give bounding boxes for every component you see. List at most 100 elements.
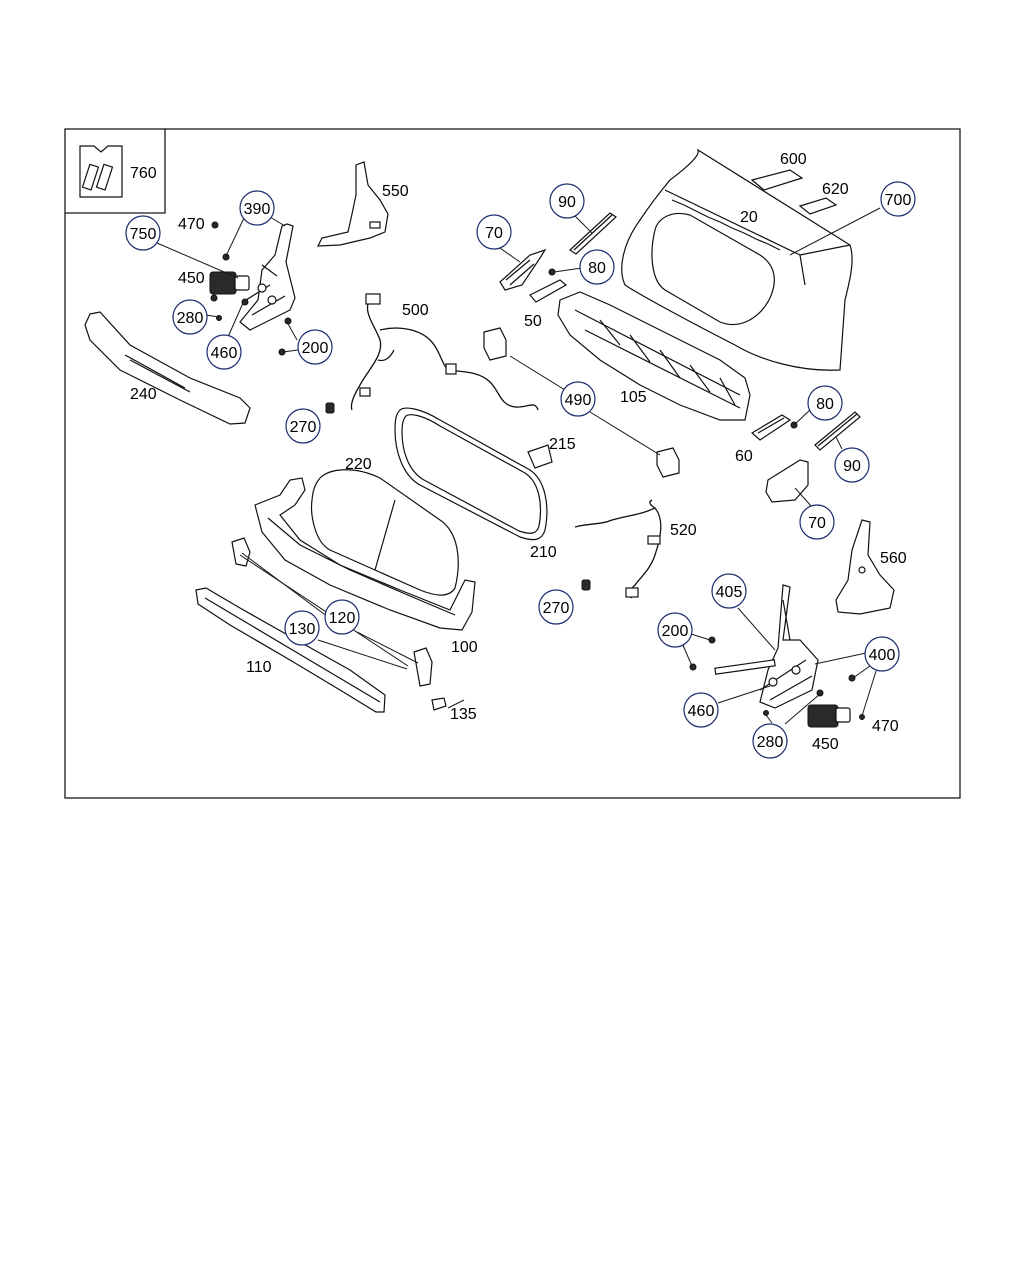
- callout-70-left: 70: [476, 214, 512, 250]
- callout-700: 700: [880, 181, 916, 217]
- part-left-hinge: [239, 223, 296, 331]
- svg-text:460: 460: [211, 345, 238, 362]
- svg-text:270: 270: [290, 419, 317, 436]
- part-390-screw: [222, 253, 230, 261]
- part-240-trim: [84, 311, 251, 425]
- part-270-grommet-right: [581, 579, 591, 591]
- part-70-left-trim: [499, 248, 547, 291]
- callout-450-right: 450: [812, 736, 839, 753]
- svg-text:460: 460: [688, 703, 715, 720]
- part-210-seal: [394, 407, 548, 541]
- svg-text:70: 70: [808, 515, 826, 532]
- callout-90-left: 90: [549, 183, 585, 219]
- leader-lines: [156, 207, 881, 725]
- callout-105: 105: [620, 389, 647, 406]
- part-left-motor-450: [209, 271, 250, 302]
- callout-110: 110: [246, 659, 272, 676]
- part-460-nut-right: [816, 689, 824, 697]
- callout-600: 600: [780, 151, 807, 168]
- callout-135: 135: [450, 706, 477, 723]
- callout-390: 390: [239, 190, 275, 226]
- svg-text:130: 130: [289, 621, 316, 638]
- svg-text:405: 405: [716, 584, 743, 601]
- callout-50: 50: [524, 313, 542, 330]
- callout-70-right: 70: [799, 504, 835, 540]
- callout-470-right: 470: [872, 718, 899, 735]
- svg-text:200: 200: [302, 340, 329, 357]
- parts-layer: [79, 145, 895, 728]
- svg-text:70: 70: [485, 225, 503, 242]
- part-200-nut-right-b: [689, 663, 697, 671]
- part-490-relay-b: [656, 447, 680, 478]
- svg-text:390: 390: [244, 201, 271, 218]
- part-560-side-panel: [835, 519, 895, 615]
- callout-215: 215: [549, 436, 576, 453]
- callout-280-left: 280: [172, 299, 208, 335]
- callout-560: 560: [880, 550, 907, 567]
- part-50-left-bracket: [529, 279, 568, 303]
- callout-450-left: 450: [178, 270, 205, 287]
- callout-400: 400: [864, 636, 900, 672]
- svg-text:270: 270: [543, 600, 570, 617]
- diagram-frame: [64, 128, 961, 799]
- part-20-soft-top: [621, 148, 853, 371]
- callout-520: 520: [670, 522, 697, 539]
- part-280-screw-right: [763, 710, 769, 716]
- callout-200-left: 200: [297, 329, 333, 365]
- svg-text:80: 80: [816, 396, 834, 413]
- callout-20: 20: [740, 209, 758, 226]
- callout-470-left: 470: [178, 216, 205, 233]
- part-right-motor-450: [807, 704, 851, 728]
- part-215-bracket: [527, 444, 553, 469]
- part-130-latch-left: [231, 537, 251, 567]
- part-135-plug: [431, 697, 447, 711]
- callouts: 760 550 470 450 500 240 50 600 620 20 10…: [125, 151, 916, 759]
- part-110-bar: [195, 587, 386, 713]
- callout-280-right: 280: [752, 723, 788, 759]
- callout-210: 210: [530, 544, 557, 561]
- part-100-lower-frame: [254, 477, 476, 631]
- svg-text:490: 490: [565, 392, 592, 409]
- svg-text:120: 120: [329, 610, 356, 627]
- callout-240: 240: [130, 386, 157, 403]
- part-520-harness: [574, 499, 662, 599]
- inset-box: [65, 129, 166, 214]
- part-620-patch: [798, 197, 838, 215]
- callout-405: 405: [711, 573, 747, 609]
- part-105-frame: [557, 291, 751, 421]
- part-right-hinge: [714, 584, 819, 709]
- callout-490: 490: [560, 381, 596, 417]
- callout-100: 100: [451, 639, 478, 656]
- callout-760: 760: [130, 165, 157, 182]
- callout-270-right: 270: [538, 589, 574, 625]
- callout-200-right: 200: [657, 612, 693, 648]
- callout-460-left: 460: [206, 334, 242, 370]
- callout-620: 620: [822, 181, 849, 198]
- callout-60: 60: [735, 448, 753, 465]
- svg-text:90: 90: [843, 458, 861, 475]
- part-600-patch: [750, 169, 804, 191]
- part-760-kit: [79, 145, 123, 198]
- svg-text:90: 90: [558, 194, 576, 211]
- callout-130: 130: [284, 610, 320, 646]
- part-490-relay-a: [483, 327, 507, 361]
- part-500-harness: [350, 293, 539, 411]
- svg-text:700: 700: [885, 192, 912, 209]
- svg-text:200: 200: [662, 623, 689, 640]
- callout-550: 550: [382, 183, 409, 200]
- callout-270-left: 270: [285, 408, 321, 444]
- callout-500: 500: [402, 302, 429, 319]
- callout-90-right: 90: [834, 447, 870, 483]
- part-120-latch-right: [413, 647, 433, 687]
- part-220-rear-glass: [310, 469, 459, 596]
- svg-text:400: 400: [869, 647, 896, 664]
- part-90-right-strip: [814, 411, 861, 451]
- part-90-left-strip: [569, 212, 617, 255]
- part-400-screw: [848, 674, 856, 682]
- callout-120: 120: [324, 599, 360, 635]
- callout-80-left: 80: [579, 249, 615, 285]
- svg-text:280: 280: [177, 310, 204, 327]
- svg-text:750: 750: [130, 226, 157, 243]
- part-550-side-panel: [317, 161, 389, 247]
